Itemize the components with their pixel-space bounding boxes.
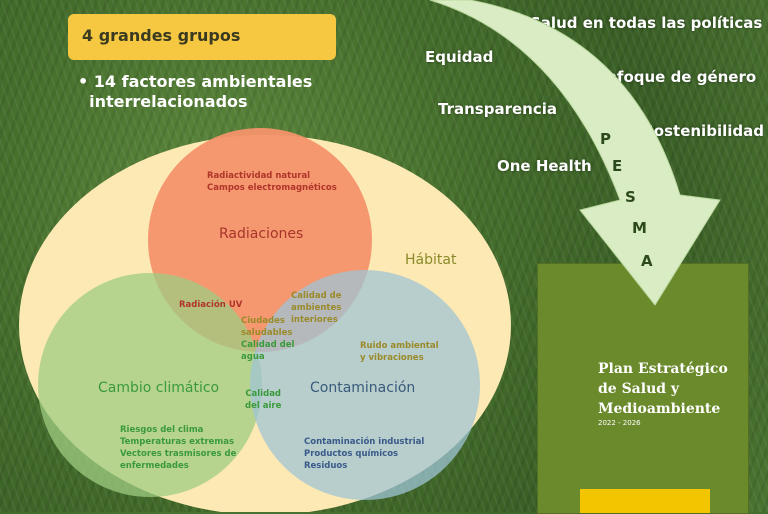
ruido-label: Ruido ambiental y vibraciones bbox=[360, 340, 439, 364]
line: de Salud y bbox=[598, 381, 680, 397]
item: enfermedades bbox=[120, 461, 189, 471]
radiaciones-label: Radiaciones bbox=[219, 226, 304, 242]
cambio-label: Cambio climático bbox=[98, 380, 220, 396]
plan-title: Plan Estratégico de Salud y Medioambiente bbox=[598, 359, 728, 419]
line: Plan Estratégico bbox=[598, 361, 728, 377]
bullet-line-1: 14 factores ambientales bbox=[93, 72, 313, 91]
principle-genero: Enfoque de género bbox=[596, 68, 757, 86]
pesma-letter: E bbox=[612, 157, 623, 175]
pesma-letter: M bbox=[632, 219, 647, 237]
radiacion-uv-label: Radiación UV bbox=[179, 300, 243, 310]
groups-title-box: 4 grandes grupos bbox=[68, 14, 336, 60]
factors-bullet: • 14 factores ambientales interrelaciona… bbox=[78, 72, 313, 111]
item: Residuos bbox=[304, 461, 348, 471]
pesma-letter: P bbox=[600, 130, 611, 148]
government-logo bbox=[580, 489, 710, 513]
line: Ruido ambiental bbox=[360, 341, 439, 351]
calidad-ambientes-label: Calidad de ambientes interiores bbox=[291, 290, 342, 326]
habitat-label: Hábitat bbox=[405, 252, 457, 268]
plan-years: 2022 - 2026 bbox=[598, 419, 641, 427]
line: y vibraciones bbox=[360, 353, 424, 363]
principle-one-health: One Health bbox=[497, 157, 592, 175]
item: Riesgos del clima bbox=[120, 425, 204, 435]
line: saludables bbox=[241, 328, 293, 338]
line: Calidad del bbox=[241, 340, 295, 350]
bullet-line-2: interrelacionados bbox=[89, 92, 248, 111]
line: ambientes bbox=[291, 303, 342, 313]
item: Campos electromagnéticos bbox=[207, 183, 337, 193]
principle-transparencia: Transparencia bbox=[438, 100, 557, 118]
line: Ciudades bbox=[241, 316, 285, 326]
item: Productos químicos bbox=[304, 449, 399, 459]
item: Radiactividad natural bbox=[207, 171, 311, 181]
line: agua bbox=[241, 352, 265, 362]
principle-equidad: Equidad bbox=[425, 48, 494, 66]
principle-sostenibilidad: Sostenibilidad bbox=[643, 122, 764, 140]
contaminacion-label: Contaminación bbox=[310, 380, 416, 396]
groups-title: 4 grandes grupos bbox=[82, 26, 241, 45]
line: Calidad de bbox=[291, 291, 342, 301]
line: interiores bbox=[291, 315, 338, 325]
pesma-letter: A bbox=[641, 252, 653, 270]
line: Medioambiente bbox=[598, 401, 721, 417]
line: del aire bbox=[245, 401, 282, 411]
principle-salud: Salud en todas las políticas bbox=[530, 14, 763, 32]
pesma-letter: S bbox=[625, 188, 636, 206]
cambio-circle bbox=[38, 273, 262, 497]
contaminacion-circle bbox=[250, 270, 480, 500]
item: Temperaturas extremas bbox=[120, 437, 235, 447]
item: Contaminación industrial bbox=[304, 437, 425, 447]
line: Calidad bbox=[245, 389, 282, 399]
calidad-aire-label: Calidad del aire bbox=[245, 388, 281, 412]
item: Vectores trasmisores de bbox=[120, 449, 237, 459]
